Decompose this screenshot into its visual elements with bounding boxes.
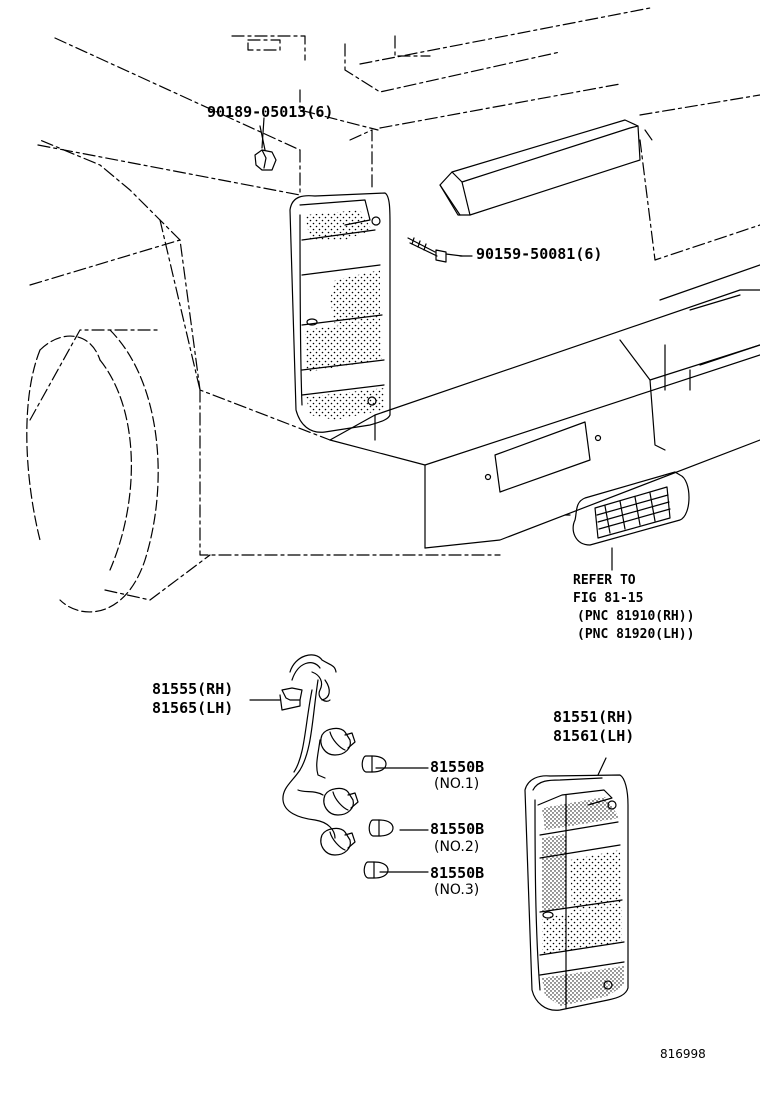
label-socket-lh[interactable]: 81565(LH) — [152, 699, 234, 717]
diagram-id: 816998 — [660, 1047, 706, 1061]
label-lamp-rh[interactable]: 81551(RH) — [553, 708, 635, 726]
label-bulb2-no: (NO.2) — [434, 839, 480, 855]
label-bulb1-part[interactable]: 81550B — [430, 758, 485, 776]
installed-tail-lamp[interactable] — [289, 192, 391, 433]
vehicle-body-outline — [29, 7, 760, 601]
screw-90159[interactable] — [407, 237, 463, 263]
label-screw-90159[interactable]: 90159-50081(6) — [476, 245, 603, 263]
license-plate-recess — [484, 421, 602, 493]
bulb-no1[interactable] — [361, 755, 387, 773]
refer-pnc-lh: (PNC 81920(LH)) — [577, 627, 695, 642]
label-bulb3-part[interactable]: 81550B — [430, 864, 485, 882]
bulb-no2[interactable] — [368, 819, 394, 837]
label-socket-rh[interactable]: 81555(RH) — [152, 680, 234, 698]
refer-pnc-rh: (PNC 81910(RH)) — [577, 609, 695, 624]
label-bulb1-no: (NO.1) — [434, 776, 480, 792]
rear-wheel — [26, 329, 159, 613]
clip-90189[interactable] — [254, 125, 277, 171]
door-garnish — [439, 119, 641, 216]
refer-fig-line: FIG 81-15 — [573, 591, 644, 606]
label-bulb2-part[interactable]: 81550B — [430, 820, 485, 838]
label-lamp-lh[interactable]: 81561(LH) — [553, 727, 635, 745]
refer-to-line: REFER TO — [573, 573, 636, 588]
label-screw-90189[interactable]: 90189-05013(6) — [207, 103, 334, 121]
rear-bumper — [329, 264, 760, 549]
socket-and-wire[interactable] — [279, 654, 359, 856]
bulb-no3[interactable] — [363, 861, 389, 879]
label-bulb3-no: (NO.3) — [434, 882, 480, 898]
exploded-tail-lamp[interactable] — [524, 774, 629, 1011]
license-lamp[interactable] — [564, 471, 690, 546]
